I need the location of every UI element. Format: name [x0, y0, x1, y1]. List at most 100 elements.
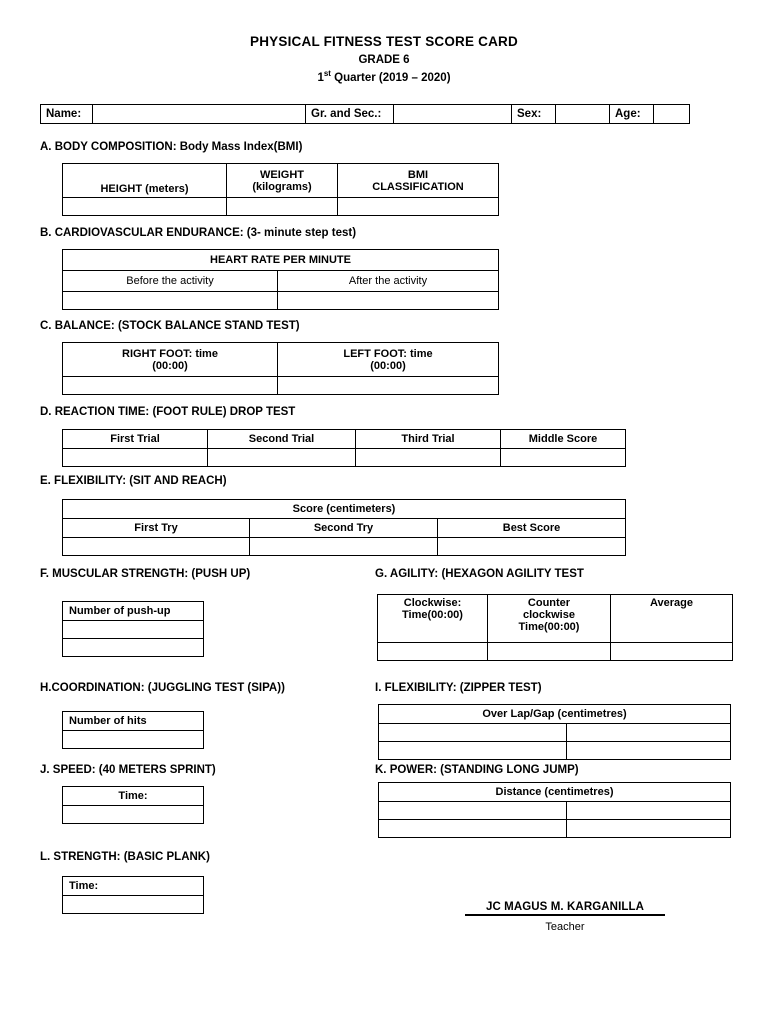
- table-row: [62, 537, 626, 556]
- name-input[interactable]: [92, 104, 306, 124]
- cell-middle-score-value[interactable]: [500, 448, 626, 467]
- cell-push-up-value-1[interactable]: [62, 620, 204, 639]
- table-row: Over Lap/Gap (centimetres): [378, 704, 731, 724]
- header-before-activity: Before the activity: [62, 270, 278, 292]
- sex-input[interactable]: [555, 104, 610, 124]
- table-row: Time:: [62, 786, 204, 806]
- header-weight-line2: (kilograms): [252, 180, 312, 193]
- cell-second-try-value[interactable]: [249, 537, 438, 556]
- cell-plank-time-value[interactable]: [62, 895, 204, 914]
- table-row: Number of hits: [62, 711, 204, 731]
- cell-first-trial-value[interactable]: [62, 448, 208, 467]
- header-third-trial: Third Trial: [355, 429, 501, 449]
- cell-third-trial-value[interactable]: [355, 448, 501, 467]
- header-weight: WEIGHT (kilograms): [226, 163, 338, 198]
- name-label: Name:: [40, 104, 93, 124]
- header-first-trial: First Trial: [62, 429, 208, 449]
- table-row: [62, 197, 499, 216]
- cell-zipper-r2c2[interactable]: [566, 741, 731, 760]
- zipper-title: Over Lap/Gap (centimetres): [378, 704, 731, 724]
- cell-distance-r1c2[interactable]: [566, 801, 731, 820]
- cell-distance-r2c2[interactable]: [566, 819, 731, 838]
- cell-before-activity-value[interactable]: [62, 291, 278, 310]
- table-row: [378, 801, 731, 820]
- quarter-subtitle: 1st Quarter (2019 – 2020): [0, 69, 768, 86]
- cell-counter-clockwise-value[interactable]: [487, 642, 611, 661]
- header-left-foot: LEFT FOOT: time (00:00): [277, 342, 499, 377]
- header-plank-time: Time:: [62, 876, 204, 896]
- signature-line: [465, 914, 665, 916]
- header-second-try: Second Try: [249, 518, 438, 538]
- cell-clockwise-value[interactable]: [377, 642, 488, 661]
- table-row: [62, 638, 204, 657]
- section-e-heading: E. FLEXIBILITY: (SIT AND REACH): [40, 475, 227, 487]
- cell-first-try-value[interactable]: [62, 537, 250, 556]
- section-c-table-wrap: RIGHT FOOT: time (00:00) LEFT FOOT: time…: [62, 342, 499, 395]
- sit-reach-title: Score (centimeters): [62, 499, 626, 519]
- cell-second-trial-value[interactable]: [207, 448, 356, 467]
- table-row: [62, 376, 499, 395]
- section-a-heading: A. BODY COMPOSITION: Body Mass Index(BMI…: [40, 141, 303, 153]
- table-row: HEART RATE PER MINUTE: [62, 249, 499, 271]
- cell-left-foot-value[interactable]: [277, 376, 499, 395]
- table-row: Clockwise: Time(00:00) Counter clockwise…: [377, 594, 733, 643]
- cell-after-activity-value[interactable]: [277, 291, 499, 310]
- cell-average-value[interactable]: [610, 642, 733, 661]
- grade-section-label: Gr. and Sec.:: [305, 104, 394, 124]
- section-k-heading: K. POWER: (STANDING LONG JUMP): [375, 764, 579, 776]
- header-left-foot-line1: LEFT FOOT: time: [343, 347, 433, 360]
- header-right-foot: RIGHT FOOT: time (00:00): [62, 342, 278, 377]
- cell-distance-r2c1[interactable]: [378, 819, 567, 838]
- distance-title: Distance (centimetres): [378, 782, 731, 802]
- table-row: Before the activity After the activity: [62, 270, 499, 292]
- section-d-heading: D. REACTION TIME: (FOOT RULE) DROP TEST: [40, 406, 296, 418]
- age-input[interactable]: [653, 104, 690, 124]
- table-row: [62, 620, 204, 639]
- cell-height-value[interactable]: [62, 197, 227, 216]
- long-jump-table: Distance (centimetres): [378, 782, 731, 838]
- grade-section-input[interactable]: [393, 104, 512, 124]
- basic-plank-table: Time:: [62, 876, 204, 914]
- header-clockwise-line2: Time(00:00): [402, 609, 463, 621]
- section-j-table-wrap: Time:: [62, 786, 204, 824]
- hexagon-agility-table: Clockwise: Time(00:00) Counter clockwise…: [377, 594, 733, 661]
- teacher-name: JC MAGUS M. KARGANILLA: [485, 901, 645, 913]
- section-g-heading: G. AGILITY: (HEXAGON AGILITY TEST: [375, 568, 584, 580]
- section-b-heading: B. CARDIOVASCULAR ENDURANCE: (3- minute …: [40, 227, 357, 239]
- cell-bmi-value[interactable]: [337, 197, 499, 216]
- cell-number-of-hits-value[interactable]: [62, 730, 204, 749]
- cell-right-foot-value[interactable]: [62, 376, 278, 395]
- cell-zipper-r1c1[interactable]: [378, 723, 567, 742]
- header-left-foot-line2: (00:00): [370, 359, 406, 372]
- quarter-number: 1: [317, 72, 324, 85]
- age-label: Age:: [609, 104, 654, 124]
- section-i-table-wrap: Over Lap/Gap (centimetres): [378, 704, 731, 760]
- cell-push-up-value-2[interactable]: [62, 638, 204, 657]
- cell-distance-r1c1[interactable]: [378, 801, 567, 820]
- student-info-table: Name: Gr. and Sec.: Sex: Age:: [40, 104, 690, 124]
- cell-zipper-r2c1[interactable]: [378, 741, 567, 760]
- header-average: Average: [610, 594, 733, 643]
- header-bmi-line1: BMI: [407, 168, 429, 181]
- header-sprint-time: Time:: [62, 786, 204, 806]
- section-f-heading: F. MUSCULAR STRENGTH: (PUSH UP): [40, 568, 251, 580]
- table-row: First Trial Second Trial Third Trial Mid…: [62, 429, 626, 449]
- section-c-heading: C. BALANCE: (STOCK BALANCE STAND TEST): [40, 320, 300, 332]
- header-right-foot-line2: (00:00): [152, 359, 188, 372]
- section-a-table-wrap: HEIGHT (meters) WEIGHT (kilograms) BMI C…: [62, 163, 499, 216]
- cell-best-score-value[interactable]: [437, 537, 626, 556]
- teacher-role-label: Teacher: [545, 921, 585, 933]
- page-title: PHYSICAL FITNESS TEST SCORE CARD: [250, 34, 518, 49]
- header-after-activity: After the activity: [277, 270, 499, 292]
- table-row: Name: Gr. and Sec.: Sex: Age:: [40, 104, 690, 124]
- section-i-heading: I. FLEXIBILITY: (ZIPPER TEST): [375, 682, 542, 694]
- header-clockwise: Clockwise: Time(00:00): [377, 594, 488, 643]
- section-k-table-wrap: Distance (centimetres): [378, 782, 731, 838]
- cell-sprint-time-value[interactable]: [62, 805, 204, 824]
- table-row: [62, 805, 204, 824]
- body-composition-table: HEIGHT (meters) WEIGHT (kilograms) BMI C…: [62, 163, 499, 216]
- cell-weight-value[interactable]: [226, 197, 338, 216]
- cell-zipper-r1c2[interactable]: [566, 723, 731, 742]
- balance-table: RIGHT FOOT: time (00:00) LEFT FOOT: time…: [62, 342, 499, 395]
- table-row: First Try Second Try Best Score: [62, 518, 626, 538]
